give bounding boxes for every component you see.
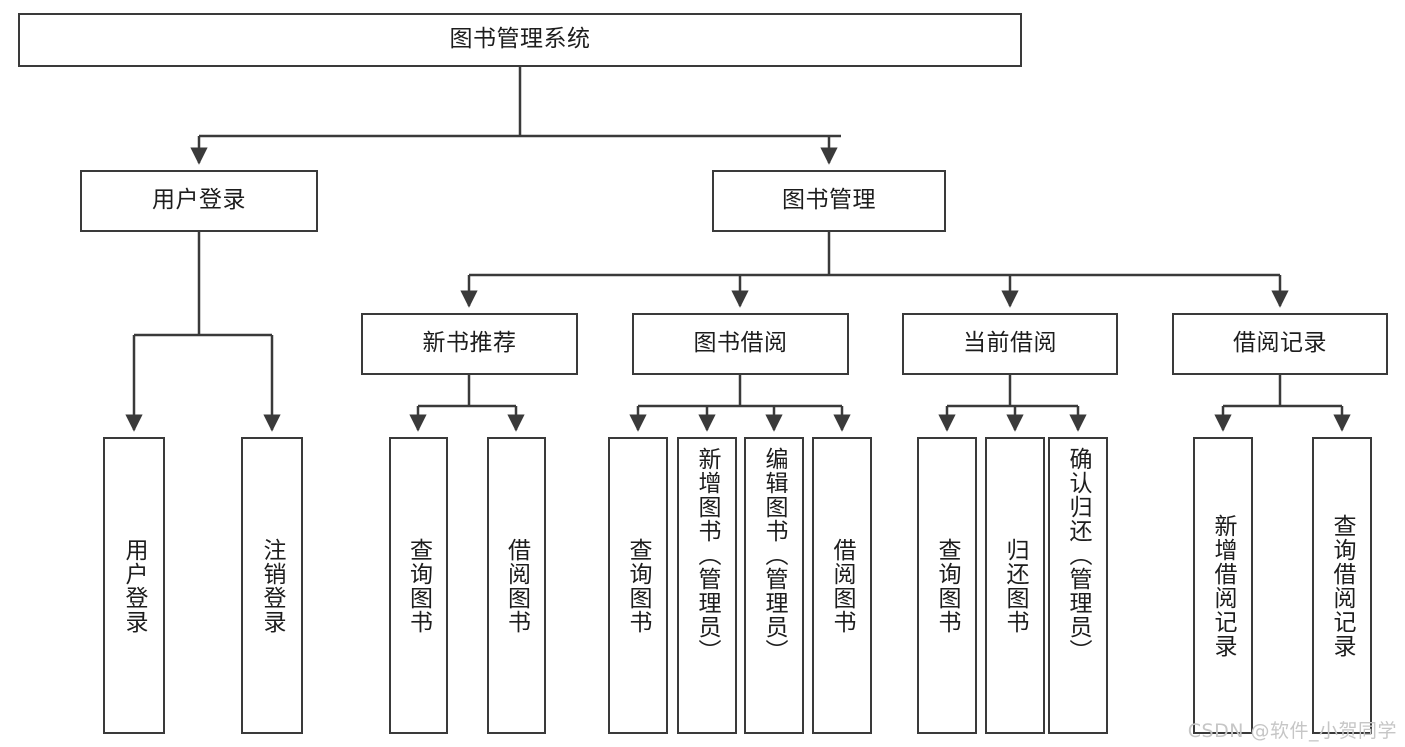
node-level2-book-management[interactable]: 图书管理 [712,170,946,232]
node-leaf-user-login[interactable]: 用户登录 [103,437,165,734]
node-label: 图书借阅 [693,330,788,357]
node-label: 新增借阅记录 [1210,513,1237,658]
node-leaf-edit-book-admin[interactable]: 编辑图书（管理员） [744,437,804,734]
node-leaf-borrow-book-recommend[interactable]: 借阅图书 [487,437,546,734]
node-leaf-query-borrow-record[interactable]: 查询借阅记录 [1312,437,1372,734]
node-label: 查询图书 [405,537,432,634]
node-leaf-add-book-admin[interactable]: 新增图书（管理员） [677,437,737,734]
node-level3-current-borrow[interactable]: 当前借阅 [902,313,1118,375]
node-level3-borrow-record[interactable]: 借阅记录 [1172,313,1388,375]
node-label: 新书推荐 [422,330,517,357]
node-level3-book-borrow[interactable]: 图书借阅 [632,313,849,375]
node-label: 当前借阅 [963,330,1057,357]
node-label: 新增图书（管理员） [694,447,721,663]
node-label: 借阅图书 [829,537,856,634]
node-label: 用户登录 [121,537,148,634]
node-leaf-return-book[interactable]: 归还图书 [985,437,1045,734]
node-root[interactable]: 图书管理系统 [18,13,1022,67]
watermark: CSDN @软件_小贺同学 [1187,720,1397,742]
node-label: 用户登录 [152,187,246,214]
node-leaf-add-borrow-record[interactable]: 新增借阅记录 [1193,437,1253,734]
node-label: 查询图书 [934,537,961,634]
node-level2-user-login[interactable]: 用户登录 [80,170,318,232]
node-leaf-query-book-borrow[interactable]: 查询图书 [608,437,668,734]
node-label: 归还图书 [1002,537,1029,634]
node-leaf-logout[interactable]: 注销登录 [241,437,303,734]
node-leaf-confirm-return-admin[interactable]: 确认归还（管理员） [1048,437,1108,734]
node-label: 查询图书 [625,537,652,634]
node-label: 确认归还（管理员） [1065,447,1092,663]
node-label: 借阅图书 [503,537,530,634]
node-leaf-query-book-current[interactable]: 查询图书 [917,437,977,734]
node-label: 编辑图书（管理员） [761,447,788,663]
node-label: 借阅记录 [1233,330,1327,357]
node-label: 图书管理系统 [449,26,591,53]
node-leaf-borrow-book[interactable]: 借阅图书 [812,437,872,734]
node-label: 图书管理 [782,187,876,214]
node-label: 注销登录 [259,537,286,634]
node-level3-new-book-recommend[interactable]: 新书推荐 [361,313,578,375]
node-leaf-query-book-recommend[interactable]: 查询图书 [389,437,448,734]
node-label: 查询借阅记录 [1329,513,1356,658]
